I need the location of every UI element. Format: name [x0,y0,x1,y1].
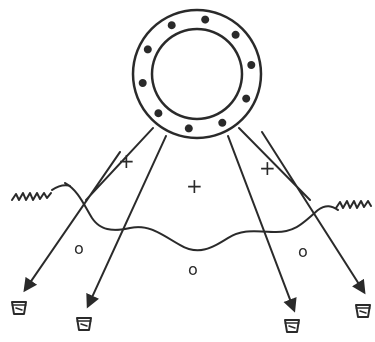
label-plus-upper-left: + [118,149,135,173]
ring-dot [143,45,152,54]
ring-dot [218,118,227,127]
ring-dots [138,15,256,133]
bucket-icon [284,319,300,333]
bucket-icon [11,301,27,315]
ring-icon [131,8,263,140]
label-plus-upper-center: + [186,174,203,198]
label-o-lower-center: o [188,260,198,279]
ring-dot [138,79,147,87]
label-o-lower-left: o [74,239,84,258]
arrow-far-right [261,131,366,295]
arrow-left [86,135,167,309]
bucket-icon [355,304,371,318]
ring-dot [184,124,193,133]
bucket-icon [76,317,92,331]
ring-dot [247,61,256,69]
label-o-lower-right: o [298,242,308,261]
ring-dot [201,15,210,24]
wavy-spring-icon [335,200,372,209]
wavy-spring-icon [11,184,71,201]
arrow-right [227,135,297,313]
ring-dot [242,94,251,103]
label-plus-upper-right: + [259,156,276,180]
ring-dot [154,109,163,118]
arrows [23,131,366,313]
ring-dot [167,21,176,30]
arrow-far-left [23,151,121,293]
ring-dot [231,30,240,39]
